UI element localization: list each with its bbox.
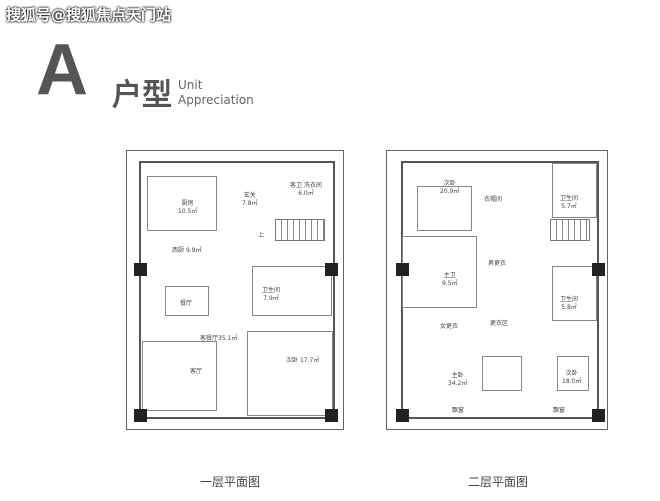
watermark: 搜狐号@搜狐焦点天门站 <box>6 6 172 24</box>
floor1-plan <box>126 150 344 430</box>
subtitle-line1: Unit <box>178 78 203 92</box>
f1-stair-label: 上 <box>258 232 265 239</box>
f2-room-dressing-area: 更衣区 <box>490 320 509 327</box>
f1-room-living: 客厅 <box>190 368 203 375</box>
f1-room-dining: 餐厅 <box>180 300 193 307</box>
page-title: 户型 <box>112 78 172 113</box>
f2-room-mens-dressing: 男更衣 <box>488 260 507 267</box>
f2-bay-window-2: 飘窗 <box>553 407 566 414</box>
f2-room-closet: 衣帽间 <box>484 196 503 203</box>
f2-bay-window-1: 飘窗 <box>452 407 465 414</box>
f1-room-western-kitchen: 西厨 9.9㎡ <box>172 247 202 254</box>
f1-room-bedroom: 次卧 17.7㎡ <box>286 357 320 364</box>
floor1-caption: 一层平面图 <box>200 475 261 489</box>
floor2-caption: 二层平面图 <box>468 475 529 489</box>
f2-room-womens-dressing: 女更衣 <box>440 323 459 330</box>
subtitle-line2: Appreciation <box>178 93 254 107</box>
unit-letter: A <box>36 30 88 110</box>
f1-room-living-dining: 客餐厅35.1㎡ <box>200 335 238 342</box>
floor2-plan <box>386 150 608 430</box>
